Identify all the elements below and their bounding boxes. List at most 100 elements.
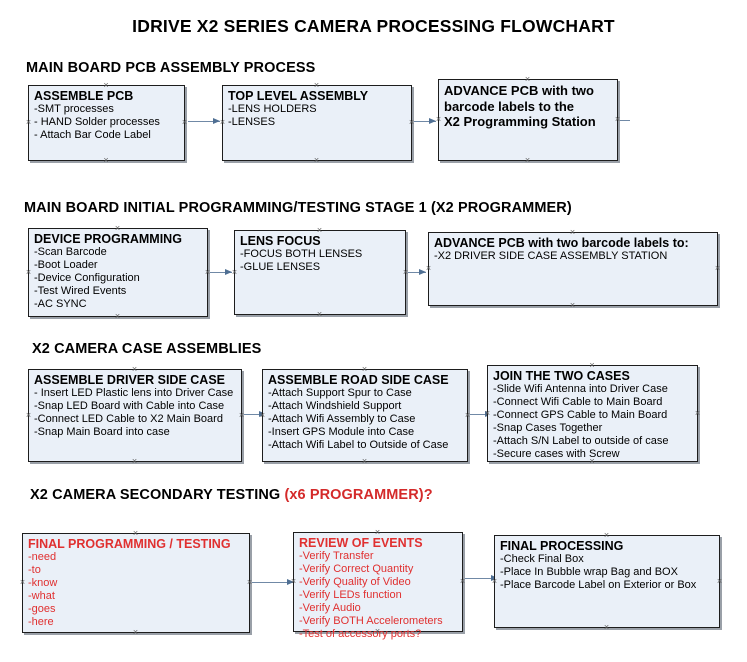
connector-handle-top[interactable] [603,532,610,539]
box-assemble-road-side-case[interactable]: ASSEMBLE ROAD SIDE CASE -Attach Support … [262,369,468,462]
section-heading-accent: (x6 PROGRAMMER)? [284,487,433,503]
box-line: -Insert GPS Module into Case [268,426,415,438]
box-review-of-events[interactable]: REVIEW OF EVENTS -Verify Transfer -Verif… [290,529,463,640]
section-heading-text: MAIN BOARD PCB ASSEMBLY PROCESS [26,60,316,76]
connector-handle-bottom[interactable] [131,458,138,465]
connector-handle-left[interactable] [259,412,266,419]
box-line: -Slide Wifi Antenna into Driver Case [493,383,668,395]
connector-handle-left[interactable] [19,579,26,586]
box-line: -LENSES [228,116,276,128]
connector-handle-top[interactable] [524,76,531,83]
box-line: -FOCUS BOTH LENSES [240,248,363,260]
connector-handle-left[interactable] [491,578,498,585]
box-line: -Boot Loader [34,259,98,271]
connector-handle-right[interactable] [714,265,721,272]
box-title: ASSEMBLE DRIVER SIDE CASE [34,373,226,387]
box-line: -need [28,551,57,563]
connector-handle-left[interactable] [219,119,226,126]
connector-handle-top[interactable] [132,530,139,537]
connector-handle-left[interactable] [425,265,432,272]
box-device-programming[interactable]: DEVICE PROGRAMMING -Scan Barcode -Boot L… [28,228,208,317]
box-line: -X2 DRIVER SIDE CASE ASSEMBLY STATION [434,250,668,262]
box-line: -Test Wired Events [34,285,127,297]
connector-handle-bottom[interactable] [313,157,320,164]
connector-handle-top[interactable] [374,529,381,536]
box-assemble-driver-side-case[interactable]: ASSEMBLE DRIVER SIDE CASE - Insert LED P… [28,369,242,462]
box-title: LENS FOCUS [240,234,321,248]
connector-handle-top[interactable] [103,82,110,89]
connector-handle-right[interactable] [181,119,188,126]
box-line: -GLUE LENSES [240,261,321,273]
connector-handle-bottom[interactable] [114,313,121,320]
box-final-processing[interactable]: FINAL PROCESSING -Check Final Box -Place… [494,535,720,628]
box-line: -Verify LEDs function [299,589,402,601]
section-heading-x2-camera-case-assemblies: X2 CAMERA CASE ASSEMBLIES [32,341,261,357]
box-advance-pcb-programming-station[interactable]: ADVANCE PCB with two barcode labels to t… [438,79,618,161]
box-advance-pcb-driver-side-case[interactable]: ADVANCE PCB with two barcode labels to: … [428,232,718,306]
box-line: -AC SYNC [34,298,87,310]
connector-handle-bottom[interactable] [316,311,323,318]
box-line: X2 Programming Station [444,114,596,129]
box-title: DEVICE PROGRAMMING [34,232,182,246]
connector-handle-top[interactable] [114,225,121,232]
box-title: ASSEMBLE PCB [34,89,134,103]
connector-handle-top[interactable] [313,82,320,89]
connector-handle-left[interactable] [25,412,32,419]
connector-handle-right[interactable] [694,410,701,417]
connector-handle-bottom[interactable] [589,458,596,465]
box-line: -goes [28,603,56,615]
section-heading-text: MAIN BOARD INITIAL PROGRAMMING/TESTING S… [24,200,572,216]
connector-handle-top[interactable] [361,366,368,373]
connector-handle-top[interactable] [589,362,596,369]
box-line: -Place In Bubble wrap Bag and BOX [500,566,678,578]
section-heading-text: X2 CAMERA SECONDARY TESTING [30,487,285,503]
connector-handle-left[interactable] [484,410,491,417]
box-title: ADVANCE PCB with two [444,83,594,98]
connector-handle-top[interactable] [569,229,576,236]
arrow-assemble-pcb-to-top-level-assembly [188,117,220,126]
box-title: JOIN THE TWO CASES [493,369,630,383]
box-line: -Scan Barcode [34,246,107,258]
connector-handle-right[interactable] [716,578,723,585]
connector-handle-bottom[interactable] [132,629,139,636]
box-line: -know [28,577,58,589]
box-line: -Connect LED Cable to X2 Main Board [34,413,223,425]
box-line: -Connect GPS Cable to Main Board [493,409,668,421]
connector-handle-left[interactable] [290,578,297,585]
connector-handle-top[interactable] [316,227,323,234]
connector-handle-bottom[interactable] [374,628,381,635]
box-line: -Attach Wifi Label to Outside of Case [268,439,449,451]
connector-line-row1-tail [620,120,630,121]
box-line: -Snap LED Board with Cable into Case [34,400,225,412]
connector-handle-left[interactable] [25,269,32,276]
box-join-the-two-cases[interactable]: JOIN THE TWO CASES -Slide Wifi Antenna i… [487,365,698,462]
connector-handle-bottom[interactable] [603,624,610,631]
box-line: -Check Final Box [500,553,584,565]
box-line: -Place Barcode Label on Exterior or Box [500,579,697,591]
box-line: barcode labels to the [444,98,575,114]
connector-handle-bottom[interactable] [103,157,110,164]
box-line: - HAND Solder processes [34,116,160,128]
box-line: -Device Configuration [34,272,140,284]
box-title: TOP LEVEL ASSEMBLY [228,89,369,103]
connector-handle-top[interactable] [131,366,138,373]
arrow-lens-focus-to-advance-pcb [408,268,426,277]
connector-handle-left[interactable] [231,269,238,276]
box-line: -Verify Quality of Video [299,576,411,588]
box-top-level-assembly[interactable]: TOP LEVEL ASSEMBLY -LENS HOLDERS -LENSES [222,85,412,161]
connector-handle-bottom[interactable] [361,458,368,465]
box-lens-focus[interactable]: LENS FOCUS -FOCUS BOTH LENSES -GLUE LENS… [234,230,406,315]
box-final-programming-testing[interactable]: FINAL PROGRAMMING / TESTING -need -to -k… [22,533,250,633]
connector-handle-left[interactable] [25,119,32,126]
page-title: IDRIVE X2 SERIES CAMERA PROCESSING FLOWC… [132,16,615,36]
box-assemble-pcb[interactable]: ASSEMBLE PCB -SMT processes - HAND Solde… [28,85,185,161]
box-title: FINAL PROCESSING [500,539,624,553]
connector-handle-bottom[interactable] [524,157,531,164]
box-line: -what [28,590,55,602]
connector-handle-left[interactable] [435,116,442,123]
box-line: - Attach Bar Code Label [34,129,151,141]
connector-handle-bottom[interactable] [569,302,576,309]
box-line: -Verify Transfer [299,550,374,562]
box-line-overflow: -Test of accessory ports? [299,628,422,640]
